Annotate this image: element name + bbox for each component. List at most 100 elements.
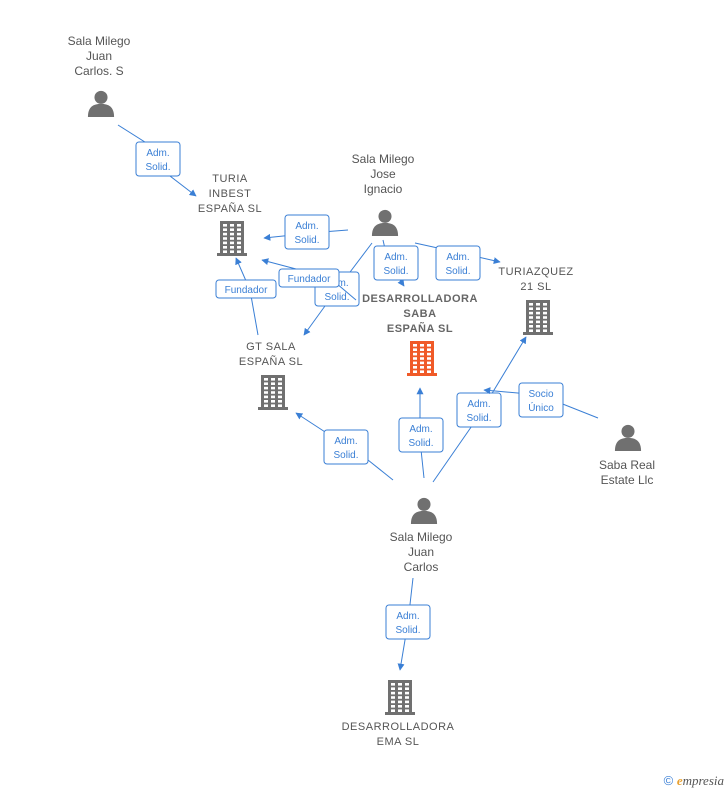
- node-label: Sala Milego: [352, 152, 415, 166]
- edge-e6: Fundador: [261, 258, 357, 301]
- node-label: Saba Real: [599, 458, 655, 472]
- edge-label-text: Solid.: [145, 162, 170, 173]
- edge-label-text: Adm.: [146, 148, 169, 159]
- node-label: TURIA: [212, 173, 248, 185]
- edge-label[interactable]: Adm. Solid.: [284, 214, 330, 250]
- person-icon: [371, 209, 399, 236]
- node-label: Juan: [408, 545, 434, 559]
- person-icon: [87, 90, 115, 117]
- edge-label-text: Socio: [528, 389, 553, 400]
- node-label: ESPAÑA SL: [387, 322, 453, 335]
- edge-label-text: Fundador: [225, 285, 268, 296]
- node-label: SABA: [403, 308, 436, 320]
- node-gtsala[interactable]: GT SALA ESPAÑA SL: [239, 341, 303, 410]
- node-label: GT SALA: [246, 341, 296, 353]
- edge-label-text: Solid.: [445, 266, 470, 277]
- edge-label-box: [456, 392, 502, 428]
- edge-e5: Adm.Solid.: [303, 242, 373, 336]
- node-label: Estate Llc: [601, 473, 654, 487]
- edge-label-text: Único: [528, 401, 554, 414]
- edge-label-text: Solid.: [466, 413, 491, 424]
- building-icon: [407, 341, 437, 376]
- edge-label[interactable]: Adm. Solid.: [135, 141, 181, 177]
- edge-label-text: Fundador: [288, 274, 331, 285]
- edge-label-box: [398, 417, 444, 453]
- edge-label-text: Adm.: [295, 221, 318, 232]
- edge-e8: Adm. Solid.: [295, 412, 394, 481]
- edge-label-text: Adm.: [384, 252, 407, 263]
- edge-e3: Adm. Solid.: [373, 239, 419, 287]
- edge-label-text: Solid.: [294, 235, 319, 246]
- node-tur21[interactable]: TURIAZQUEZ 21 SL: [498, 266, 573, 335]
- edge-label-text: Solid.: [408, 438, 433, 449]
- edge-label-text: Solid.: [333, 450, 358, 461]
- node-label: Sala Milego: [68, 34, 131, 48]
- building-icon: [258, 375, 288, 410]
- empresia-logo[interactable]: empresia: [677, 773, 724, 788]
- node-label: INBEST: [209, 188, 252, 200]
- copyright-notice: © empresia: [664, 773, 724, 789]
- edge-label-text: Solid.: [324, 292, 349, 303]
- edge-label[interactable]: Adm. Solid.: [323, 429, 369, 465]
- edge-label-text: Solid.: [395, 625, 420, 636]
- edge-label[interactable]: Fundador: [278, 268, 340, 288]
- edge-label-box: [385, 604, 431, 640]
- edge-label-text: Adm.: [334, 436, 357, 447]
- edge-e4: Adm. Solid.: [414, 242, 501, 281]
- building-icon: [523, 300, 553, 335]
- node-label: TURIAZQUEZ: [498, 266, 573, 278]
- edge-label[interactable]: Adm. Solid.: [435, 245, 481, 281]
- edge-label-box: [435, 245, 481, 281]
- edge-label[interactable]: Adm. Solid.: [398, 417, 444, 453]
- edge-label-text: Adm.: [446, 252, 469, 263]
- node-label: ESPAÑA SL: [198, 202, 262, 215]
- node-label: Jose: [370, 167, 396, 181]
- edge-label[interactable]: Fundador: [215, 279, 277, 299]
- copyright-symbol: ©: [663, 773, 674, 788]
- edge-label[interactable]: Adm. Solid.: [373, 245, 419, 281]
- edge-e10: Adm.Solid.: [432, 336, 527, 483]
- edge-label-text: Adm.: [396, 611, 419, 622]
- node-dss[interactable]: DESARROLLADORA SABA ESPAÑA SL: [362, 293, 478, 376]
- logo-e: e: [676, 773, 683, 788]
- edge-label-box: [284, 214, 330, 250]
- logo-text: mpresia: [682, 773, 724, 788]
- edge-label[interactable]: Adm. Solid.: [385, 604, 431, 640]
- edge-e9: Adm. Solid.: [398, 387, 444, 479]
- edge-label-text: Solid.: [383, 266, 408, 277]
- edge-label-text: Adm.: [409, 424, 432, 435]
- person-icon: [614, 424, 642, 451]
- node-label: Carlos: [404, 560, 439, 574]
- building-icon: [217, 221, 247, 256]
- edge-e12: Adm. Solid.: [385, 577, 431, 671]
- edge-label-box: [278, 268, 340, 288]
- edges-layer: Adm. Solid. Adm. Solid. Adm. Solid. Adm. Solid.…: [117, 124, 599, 671]
- person-icon: [410, 497, 438, 524]
- edge-label[interactable]: Adm.Solid.: [456, 392, 502, 428]
- edge-e1: Adm. Solid.: [117, 124, 197, 197]
- edge-label-box: [135, 141, 181, 177]
- node-dema[interactable]: DESARROLLADORA EMA SL: [342, 680, 455, 748]
- edge-label-box: [518, 382, 564, 418]
- edge-e2: Adm. Solid.: [263, 214, 349, 250]
- node-label: 21 SL: [520, 281, 551, 293]
- node-label: Ignacio: [364, 182, 403, 196]
- edge-label-box: [373, 245, 419, 281]
- node-label: Juan: [86, 49, 112, 63]
- node-label: EMA SL: [377, 736, 420, 748]
- node-label: ESPAÑA SL: [239, 355, 303, 368]
- edge-label-box: [215, 279, 277, 299]
- edge-label-box: [323, 429, 369, 465]
- node-label: Carlos. S: [74, 64, 123, 78]
- node-label: DESARROLLADORA: [342, 721, 455, 733]
- node-label: DESARROLLADORA: [362, 293, 478, 305]
- node-turia[interactable]: TURIA INBEST ESPAÑA SL: [198, 173, 262, 256]
